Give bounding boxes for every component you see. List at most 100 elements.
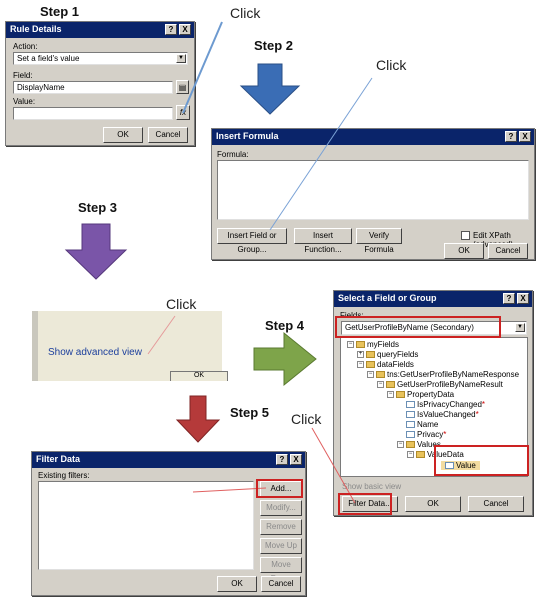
field-label: Field:	[13, 71, 33, 80]
chevron-down-icon[interactable]: ▼	[515, 323, 525, 332]
filter-data-title: Filter Data	[36, 454, 81, 464]
insert-formula-titlebar: Insert Formula ? X	[212, 129, 534, 145]
cancel-button[interactable]: Cancel	[261, 576, 301, 592]
remove-filter-button[interactable]: Remove	[260, 519, 302, 535]
action-select[interactable]: Set a field's value ▼	[13, 52, 188, 65]
ok-button[interactable]: OK	[444, 243, 484, 259]
step-2-label: Step 2	[254, 38, 294, 53]
insert-field-button[interactable]: Insert Field or Group...	[217, 228, 287, 254]
field-icon	[406, 431, 415, 439]
action-select-value: Set a field's value	[17, 54, 80, 63]
filter-button-highlight-box	[338, 493, 392, 515]
click-annotation-3: Click	[166, 296, 197, 312]
fields-label: Fields:	[340, 311, 364, 320]
tree-item-value[interactable]: Value	[441, 461, 480, 470]
collapse-icon[interactable]: −	[367, 371, 374, 379]
show-basic-view-link[interactable]: Show basic view	[342, 482, 402, 491]
ok-button[interactable]: OK	[217, 576, 257, 592]
value-label: Value:	[13, 97, 36, 106]
insert-formula-title: Insert Formula	[216, 131, 279, 141]
click-annotation-1: Click	[230, 5, 261, 21]
click-annotation-2: Click	[376, 57, 407, 73]
move-up-button[interactable]: Move Up	[260, 538, 302, 554]
add-button-highlight-box	[256, 479, 303, 498]
ok-button[interactable]: OK	[103, 127, 143, 143]
tree-item-privacy[interactable]: Privacy*	[406, 430, 446, 439]
cancel-button[interactable]: Cancel	[148, 127, 188, 143]
step-5-arrow	[175, 395, 221, 443]
tree-item-queryfields[interactable]: +queryFields	[357, 350, 419, 359]
filter-data-dialog: Filter Data ? X Existing filters: Add...…	[31, 451, 306, 596]
insert-formula-dialog: Insert Formula ? X Formula: Insert Field…	[211, 128, 535, 260]
select-field-title: Select a Field or Group	[338, 293, 437, 303]
field-picker-button[interactable]: ▤	[176, 80, 189, 94]
verify-formula-button[interactable]: Verify Formula	[356, 228, 402, 254]
folder-icon	[376, 371, 385, 379]
value-highlight-box	[434, 445, 529, 476]
click-pointer-line-4	[311, 427, 356, 504]
action-label: Action:	[13, 42, 38, 51]
filter-data-titlebar: Filter Data ? X	[32, 452, 305, 468]
collapse-icon[interactable]: −	[397, 441, 404, 449]
folder-icon	[396, 391, 405, 399]
step-2-arrow	[239, 63, 301, 115]
data-source-value: GetUserProfileByName (Secondary)	[345, 323, 474, 332]
tree-item-response[interactable]: −tns:GetUserProfileByNameResponse	[367, 370, 520, 379]
ok-button[interactable]: OK	[405, 496, 461, 512]
edit-xpath-checkbox[interactable]	[461, 231, 470, 240]
cancel-button[interactable]: Cancel	[488, 243, 528, 259]
step-1-label: Step 1	[40, 4, 80, 19]
click-pointer-line-1	[182, 21, 223, 114]
field-icon	[406, 421, 415, 429]
close-button[interactable]: X	[519, 131, 531, 142]
tree-item-myfields[interactable]: −myFields	[347, 340, 400, 349]
collapse-icon[interactable]: −	[357, 361, 364, 369]
value-input[interactable]	[13, 107, 173, 120]
collapse-icon[interactable]: −	[407, 451, 414, 459]
field-input[interactable]: DisplayName	[13, 81, 173, 94]
folder-icon	[386, 381, 395, 389]
show-advanced-view-link[interactable]: Show advanced view	[48, 347, 142, 358]
help-button[interactable]: ?	[505, 131, 517, 142]
tree-item-result[interactable]: −GetUserProfileByNameResult	[377, 380, 503, 389]
advanced-view-fragment: Show advanced view OK	[32, 311, 228, 381]
filter-data-button[interactable]: Filter Data...	[342, 496, 398, 512]
field-tree[interactable]: −myFields +queryFields −dataFields −tns:…	[340, 337, 528, 477]
tree-item-isprivacychanged[interactable]: IsPrivacyChanged*	[406, 400, 485, 409]
collapse-icon[interactable]: −	[387, 391, 394, 399]
collapse-icon[interactable]: −	[347, 341, 354, 349]
select-field-titlebar: Select a Field or Group ? X	[334, 291, 532, 307]
help-button[interactable]: ?	[165, 24, 177, 35]
collapse-icon[interactable]: −	[377, 381, 384, 389]
required-marker: *	[481, 400, 486, 409]
close-button[interactable]: X	[179, 24, 191, 35]
tree-item-values[interactable]: −Values	[397, 440, 441, 449]
field-icon	[406, 401, 415, 409]
formula-textarea[interactable]	[217, 160, 529, 220]
formula-label: Formula:	[217, 150, 249, 159]
chevron-down-icon[interactable]: ▼	[176, 54, 186, 63]
field-icon	[406, 411, 415, 419]
tree-item-name[interactable]: Name	[406, 420, 438, 429]
rule-details-title: Rule Details	[10, 24, 62, 34]
insert-function-button[interactable]: Insert Function...	[294, 228, 352, 254]
existing-filters-list[interactable]	[38, 481, 254, 570]
close-button[interactable]: X	[290, 454, 302, 465]
expand-icon[interactable]: +	[357, 351, 364, 359]
close-button[interactable]: X	[517, 293, 529, 304]
tree-item-propertydata[interactable]: −PropertyData	[387, 390, 455, 399]
rule-details-dialog: Rule Details ? X Action: Set a field's v…	[5, 21, 195, 146]
cancel-button[interactable]: Cancel	[468, 496, 524, 512]
ok-button-partial[interactable]: OK	[170, 371, 228, 381]
step-3-label: Step 3	[78, 200, 118, 215]
tree-item-valuedata[interactable]: −ValueData	[407, 450, 464, 459]
help-button[interactable]: ?	[503, 293, 515, 304]
tree-item-isvaluechanged[interactable]: IsValueChanged*	[406, 410, 479, 419]
help-button[interactable]: ?	[276, 454, 288, 465]
tree-item-datafields[interactable]: −dataFields	[357, 360, 414, 369]
modify-filter-button[interactable]: Modify...	[260, 500, 302, 516]
rule-details-titlebar: Rule Details ? X	[6, 22, 194, 38]
step-4-label: Step 4	[265, 318, 305, 333]
required-marker: *	[443, 430, 447, 439]
data-source-select[interactable]: GetUserProfileByName (Secondary) ▼	[341, 321, 527, 335]
